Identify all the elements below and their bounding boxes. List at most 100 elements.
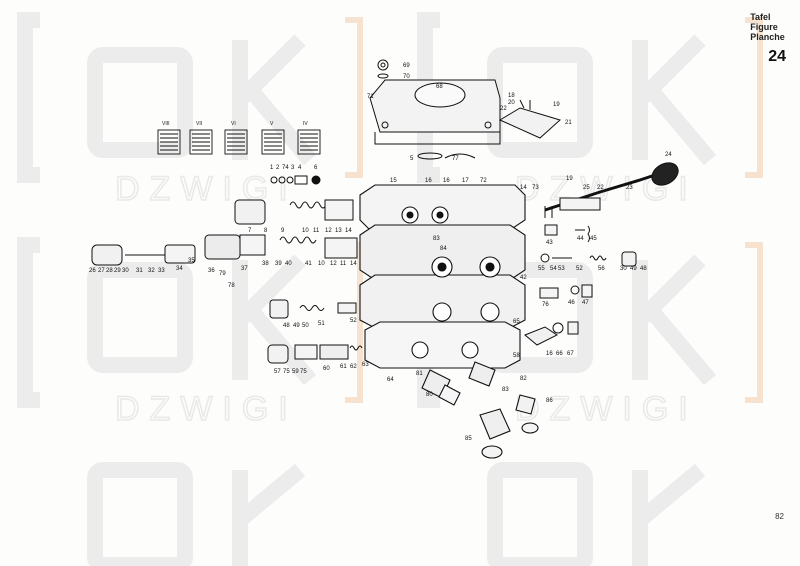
callout-12b: 12 xyxy=(330,261,337,267)
spring-set-vii: VII xyxy=(196,121,202,127)
callout-79: 79 xyxy=(219,271,226,277)
callout-48-right: 48 xyxy=(640,266,647,272)
callout-1: 1 xyxy=(270,165,274,171)
callout-21: 21 xyxy=(565,120,572,126)
callout-48: 48 xyxy=(283,323,290,329)
callout-45: 45 xyxy=(590,236,597,242)
callout-53: 53 xyxy=(558,266,565,272)
callout-14-top: 14 xyxy=(520,185,527,191)
callout-49-right: 49 xyxy=(630,266,637,272)
callout-55: 55 xyxy=(538,266,545,272)
callout-65: 65 xyxy=(513,319,520,325)
callout-25: 25 xyxy=(583,185,590,191)
callout-10b: 10 xyxy=(318,261,325,267)
callout-69: 69 xyxy=(403,63,410,69)
callout-51: 51 xyxy=(318,321,325,327)
callout-57: 57 xyxy=(274,369,281,375)
callout-3: 3 xyxy=(291,165,295,171)
callout-20: 20 xyxy=(508,100,515,106)
callout-56: 56 xyxy=(598,266,605,272)
callout-86: 86 xyxy=(546,398,553,404)
callout-23: 23 xyxy=(626,185,633,191)
label-figure: Figure xyxy=(750,22,778,32)
callout-2: 2 xyxy=(276,165,280,171)
callout-36: 36 xyxy=(208,268,215,274)
callout-41: 41 xyxy=(305,261,312,267)
callout-61: 61 xyxy=(340,364,347,370)
callout-30: 30 xyxy=(122,268,129,274)
callout-52-right: 52 xyxy=(576,266,583,272)
callout-74: 74 xyxy=(282,165,289,171)
callout-80: 80 xyxy=(426,392,433,398)
page-number: 82 xyxy=(775,512,784,521)
callout-50: 50 xyxy=(302,323,309,329)
plate-number: 24 xyxy=(768,48,786,65)
callout-46: 46 xyxy=(568,300,575,306)
callout-12: 12 xyxy=(325,228,332,234)
callout-22-lever: 22 xyxy=(597,185,604,191)
callout-75b: 75 xyxy=(300,369,307,375)
callout-62: 62 xyxy=(350,364,357,370)
callout-37: 37 xyxy=(241,266,248,272)
callout-17: 17 xyxy=(462,178,469,184)
callout-44: 44 xyxy=(577,236,584,242)
callout-19: 19 xyxy=(553,102,560,108)
callout-47: 47 xyxy=(582,300,589,306)
callout-14: 14 xyxy=(345,228,352,234)
callout-8: 8 xyxy=(264,228,268,234)
callout-83-top: 83 xyxy=(433,236,440,242)
callout-14b: 14 xyxy=(350,261,357,267)
callout-82: 82 xyxy=(520,376,527,382)
callout-81: 81 xyxy=(416,371,423,377)
callout-7: 7 xyxy=(248,228,252,234)
callout-31: 31 xyxy=(136,268,143,274)
callout-75: 75 xyxy=(283,369,290,375)
callout-66: 66 xyxy=(556,351,563,357)
callout-13: 13 xyxy=(335,228,342,234)
callout-63: 63 xyxy=(362,362,369,368)
callout-35: 35 xyxy=(188,258,195,264)
callout-40: 40 xyxy=(285,261,292,267)
callout-76: 76 xyxy=(542,302,549,308)
watermark-brand-4: DZWIGI xyxy=(515,390,698,428)
watermark-brand-3: DZWIGI xyxy=(115,390,298,428)
callout-9: 9 xyxy=(281,228,285,234)
callout-78: 78 xyxy=(228,283,235,289)
label-planche: Planche xyxy=(750,32,785,42)
callout-19-lever: 19 xyxy=(566,176,573,182)
callout-39: 39 xyxy=(275,261,282,267)
callout-58: 58 xyxy=(513,353,520,359)
callout-4: 4 xyxy=(298,165,302,171)
callout-10: 10 xyxy=(302,228,309,234)
spring-set-viii: VIII xyxy=(162,121,170,127)
callout-49: 49 xyxy=(293,323,300,329)
callout-67: 67 xyxy=(567,351,574,357)
spring-set-iv: IV xyxy=(303,121,308,127)
callout-30-right: 30 xyxy=(620,266,627,272)
callout-68: 68 xyxy=(436,84,443,90)
callout-70: 70 xyxy=(403,74,410,80)
callout-6: 6 xyxy=(314,165,318,171)
callout-42: 42 xyxy=(520,275,527,281)
callout-52: 52 xyxy=(350,318,357,324)
callout-59: 59 xyxy=(292,369,299,375)
callout-38: 38 xyxy=(262,261,269,267)
valve-block-stack xyxy=(359,184,526,369)
callout-15: 15 xyxy=(390,178,397,184)
callout-33: 33 xyxy=(158,268,165,274)
callout-43: 43 xyxy=(546,240,553,246)
callout-73: 73 xyxy=(532,185,539,191)
callout-5: 5 xyxy=(410,156,414,162)
callout-16-lower: 16 xyxy=(546,351,553,357)
callout-32: 32 xyxy=(148,268,155,274)
callout-72: 72 xyxy=(480,178,487,184)
callout-26: 26 xyxy=(89,268,96,274)
spring-set-vi: VI xyxy=(231,121,236,127)
callout-18: 18 xyxy=(508,93,515,99)
callout-71: 71 xyxy=(367,94,374,100)
callout-54: 54 xyxy=(550,266,557,272)
callout-27: 27 xyxy=(98,268,105,274)
callout-34: 34 xyxy=(176,266,183,272)
